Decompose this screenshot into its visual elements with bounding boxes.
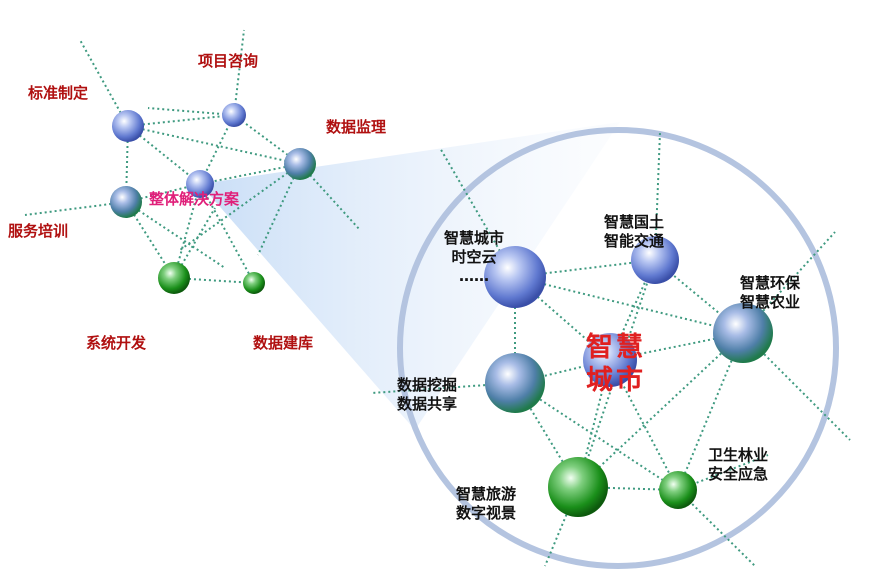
label-land-transport: 智慧国土 智能交通 [604, 213, 664, 251]
label-env-agri-line2: 智慧农业 [740, 293, 801, 311]
label-service-training: 服务培训 [8, 222, 69, 240]
label-center-line1: 智慧 [586, 332, 646, 363]
node-smart-city-center [583, 333, 637, 387]
label-system-development: 系统开发 [86, 334, 147, 352]
node-standard-setting [112, 110, 144, 142]
label-env-agri-line1: 智慧环保 [740, 274, 801, 292]
label-tourism-vision: 智慧旅游 数字视景 [456, 485, 516, 523]
zoom-ring [397, 127, 839, 569]
node-service-training [110, 186, 142, 218]
label-data-mining-line2: 数据共享 [397, 395, 458, 413]
node-land-transport [631, 236, 679, 284]
label-spacetime-cloud-line1: 智慧城市 [444, 229, 505, 247]
node-data-mining [485, 353, 545, 413]
label-data-mining-line1: 数据挖掘 [397, 376, 458, 394]
label-tourism-vision-line2: 数字视景 [456, 504, 517, 522]
node-spacetime-cloud [484, 246, 546, 308]
node-overall-solution [186, 170, 214, 198]
label-overall-solution: 整体解决方案 [149, 190, 240, 208]
label-spacetime-cloud-line2: 时空云 [451, 248, 497, 266]
label-land-transport-line1: 智慧国土 [604, 213, 665, 231]
label-smart-city-center: 智慧 城市 [586, 331, 646, 397]
label-health-forestry: 卫生林业 安全应急 [708, 446, 768, 484]
label-spacetime-cloud-line3: …… [459, 267, 489, 285]
label-data-supervision: 数据监理 [326, 118, 387, 136]
node-database-building [243, 272, 265, 294]
node-system-development [158, 262, 190, 294]
label-land-transport-line2: 智能交通 [604, 232, 665, 250]
label-env-agri: 智慧环保 智慧农业 [740, 274, 800, 312]
node-env-agri [713, 303, 773, 363]
label-tourism-vision-line1: 智慧旅游 [456, 485, 517, 503]
label-standard-setting: 标准制定 [28, 84, 89, 102]
label-project-consulting: 项目咨询 [198, 52, 259, 70]
label-health-forestry-line1: 卫生林业 [708, 446, 769, 464]
label-data-mining: 数据挖掘 数据共享 [397, 376, 457, 414]
label-spacetime-cloud: 智慧城市 时空云 …… [444, 229, 504, 286]
node-data-supervision [284, 148, 316, 180]
label-center-line2: 城市 [586, 365, 646, 396]
node-tourism-vision [548, 457, 608, 517]
node-health-forestry [659, 471, 697, 509]
label-database-building: 数据建库 [253, 334, 314, 352]
node-project-consulting [222, 103, 246, 127]
label-health-forestry-line2: 安全应急 [708, 465, 769, 483]
